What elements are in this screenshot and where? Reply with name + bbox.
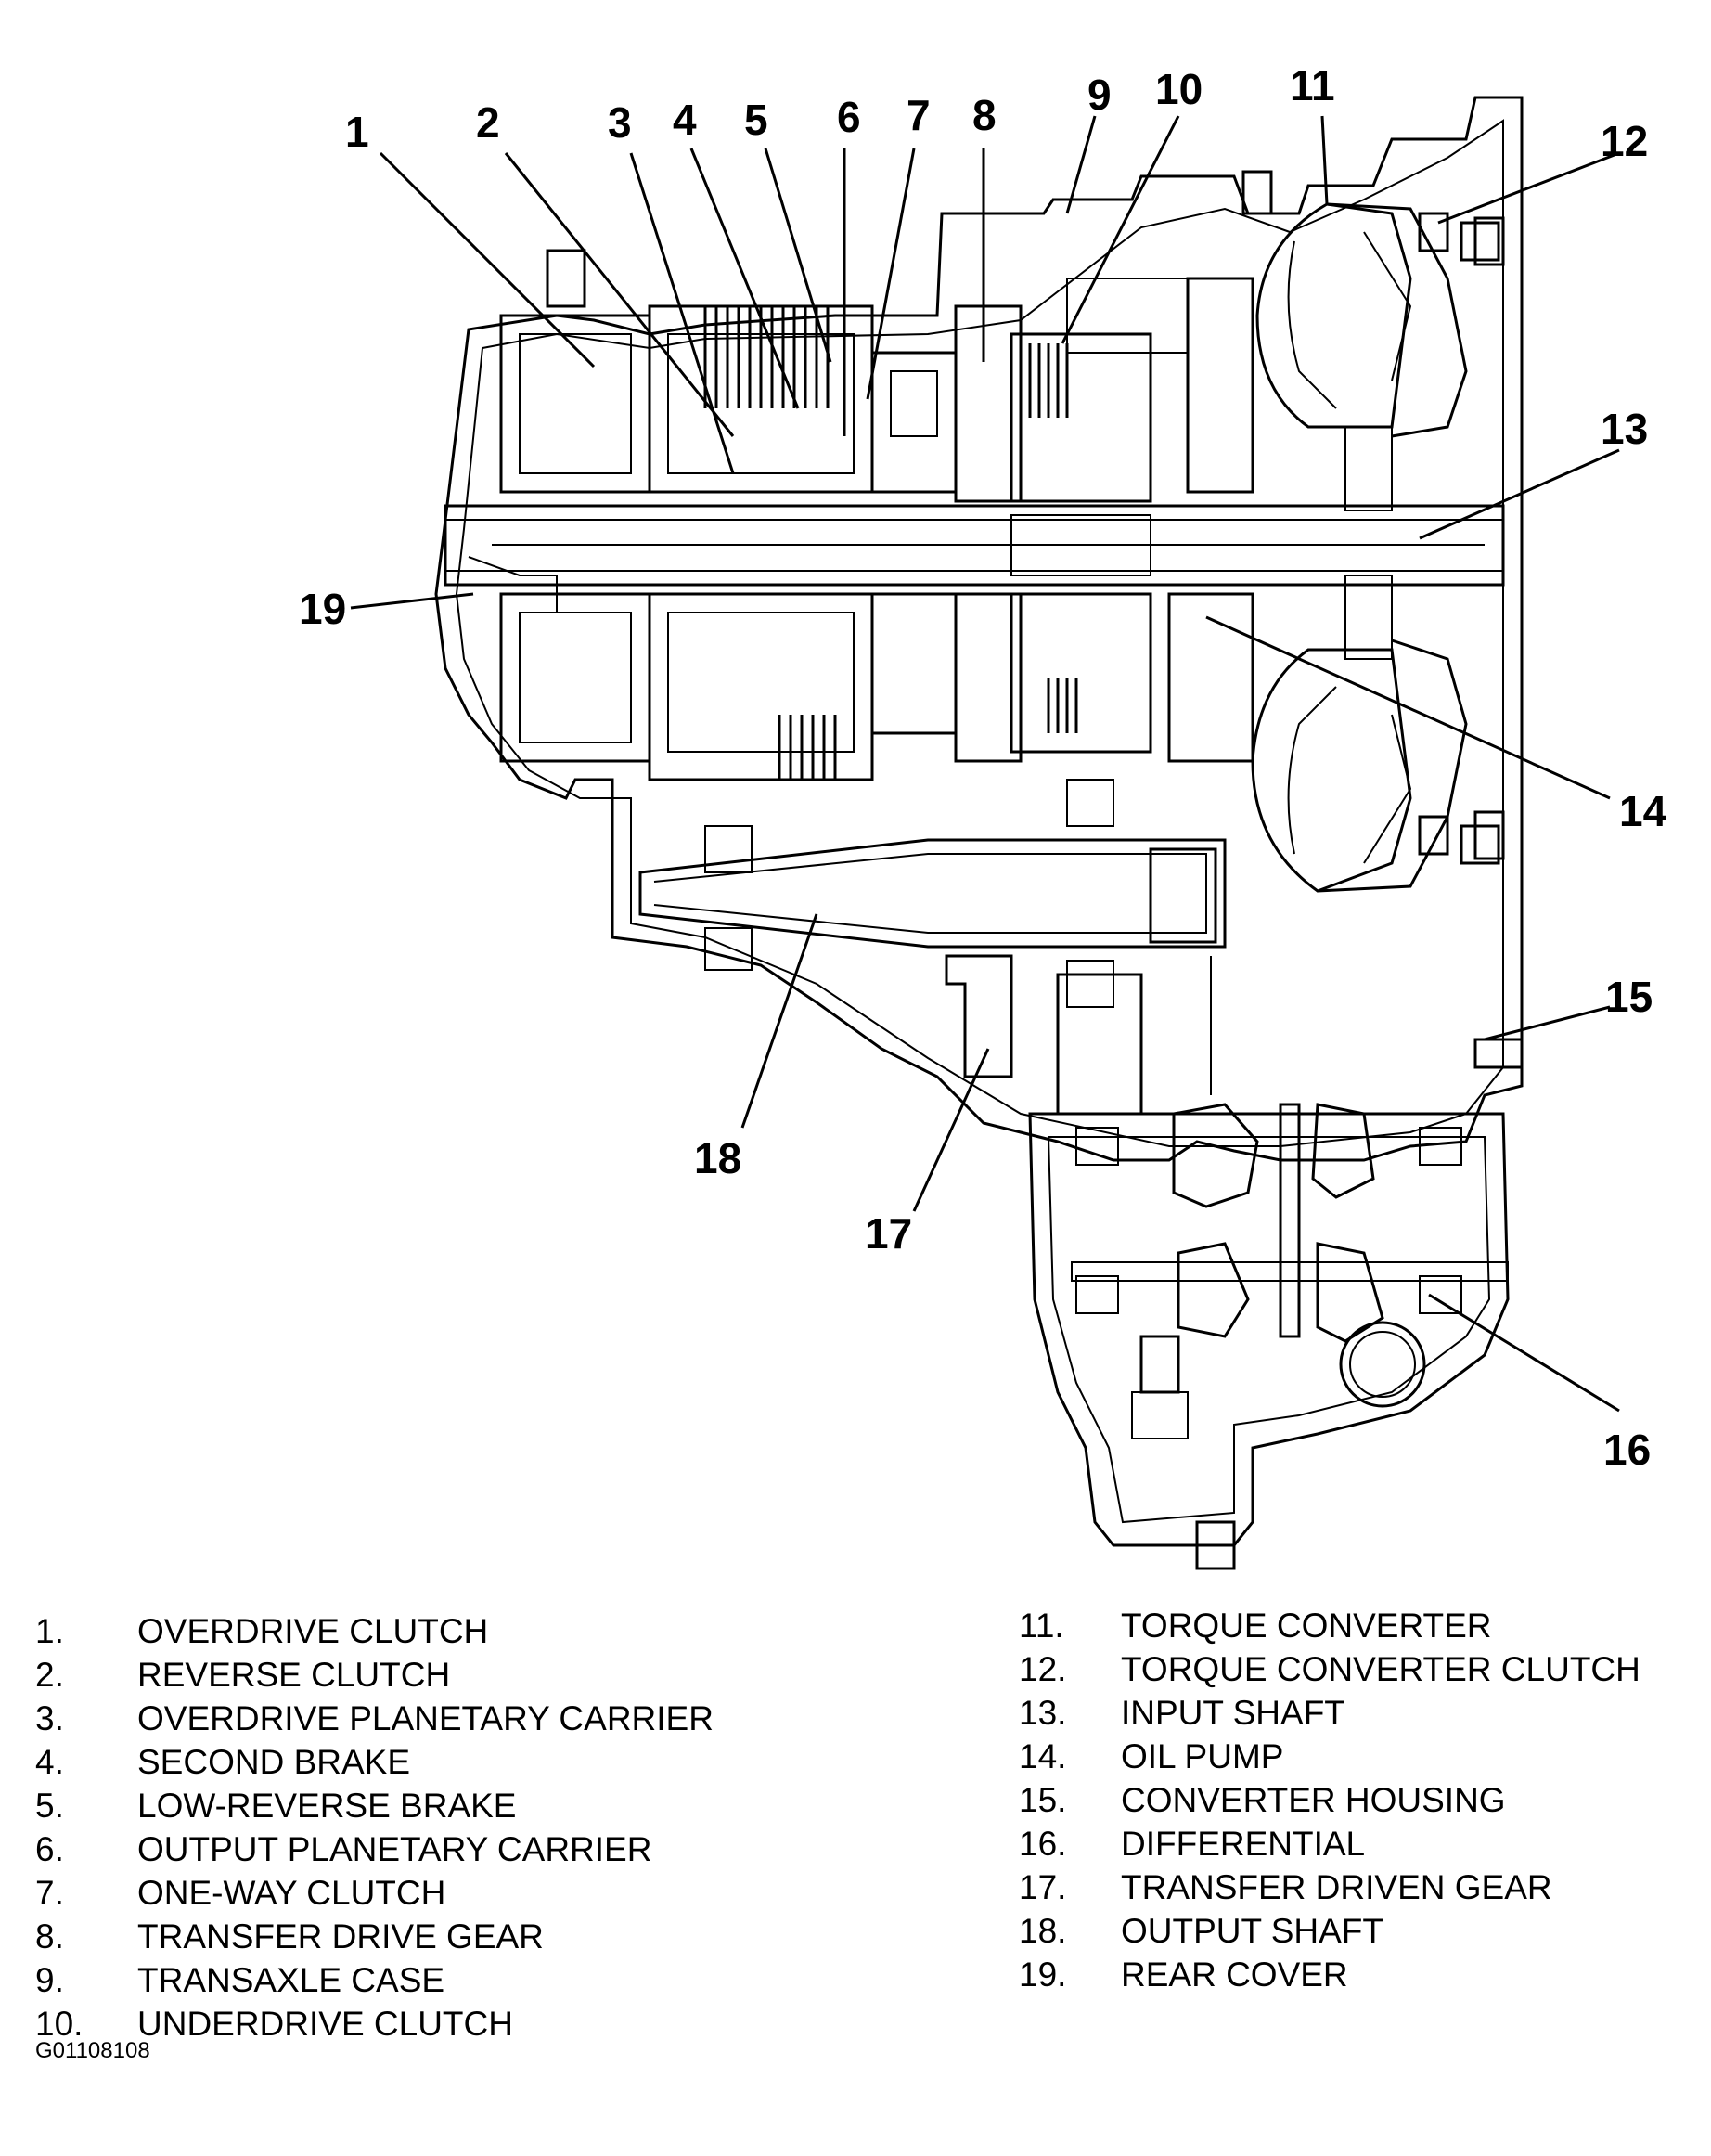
- legend-label: UNDERDRIVE CLUTCH: [137, 2005, 513, 2043]
- legend-item: 16. DIFFERENTIAL: [1019, 1822, 1640, 1866]
- legend-label: OIL PUMP: [1121, 1737, 1284, 1775]
- legend-item: 9. TRANSAXLE CASE: [35, 1958, 714, 2002]
- legend-number: 5.: [35, 1787, 64, 1825]
- callout-13: 13: [1601, 405, 1648, 453]
- legend-label: TORQUE CONVERTER CLUTCH: [1121, 1650, 1640, 1688]
- legend-number: 8.: [35, 1917, 64, 1956]
- legend-number: 18.: [1019, 1912, 1067, 1950]
- clutch-packs-upper: [499, 277, 1254, 503]
- torque-converter-shape: [1251, 202, 1500, 893]
- legend-item: 13. INPUT SHAFT: [1019, 1691, 1640, 1735]
- legend-label: CONVERTER HOUSING: [1121, 1781, 1506, 1819]
- leader-lines: [350, 115, 1620, 1413]
- legend-number: 17.: [1019, 1868, 1067, 1906]
- legend-number: 15.: [1019, 1781, 1067, 1819]
- differential-housing: [1028, 1103, 1510, 1570]
- legend-number: 4.: [35, 1743, 64, 1781]
- callout-2: 2: [476, 98, 500, 147]
- callout-7: 7: [907, 91, 931, 139]
- legend-label: TORQUE CONVERTER: [1121, 1607, 1492, 1645]
- legend-number: 7.: [35, 1874, 64, 1912]
- legend-number: 14.: [1019, 1737, 1067, 1775]
- callout-10: 10: [1155, 65, 1203, 113]
- legend-item: 7. ONE-WAY CLUTCH: [35, 1871, 714, 1915]
- callout-11: 11: [1290, 61, 1335, 110]
- callout-16: 16: [1603, 1426, 1651, 1474]
- callout-19: 19: [299, 585, 346, 633]
- callout-8: 8: [972, 91, 997, 139]
- legend-number: 16.: [1019, 1825, 1067, 1863]
- legend-left-column: 1. OVERDRIVE CLUTCH 2. REVERSE CLUTCH 3. OVER…: [35, 1609, 714, 2046]
- input-shaft: [444, 504, 1505, 587]
- rear-cover-shape: [468, 170, 1524, 1069]
- legend-label: TRANSFER DRIVE GEAR: [137, 1917, 544, 1956]
- transaxle-cutaway-drawing: 1 2 3 4 5 6 7 8 9 10 11 12 13 14 15 16 1…: [299, 61, 1667, 1570]
- legend-label: OUTPUT SHAFT: [1121, 1912, 1383, 1950]
- legend-item: 2. REVERSE CLUTCH: [35, 1653, 714, 1697]
- legend-item: 18. OUTPUT SHAFT: [1019, 1909, 1640, 1953]
- callout-3: 3: [608, 98, 632, 147]
- callout-labels: 1 2 3 4 5 6 7 8 9 10 11 12 13 14 15 16 1…: [299, 61, 1667, 1474]
- legend-label: OUTPUT PLANETARY CARRIER: [137, 1830, 652, 1868]
- legend-item: 5. LOW-REVERSE BRAKE: [35, 1784, 714, 1827]
- callout-9: 9: [1087, 71, 1112, 119]
- callout-17: 17: [865, 1209, 912, 1258]
- legend-item: 12. TORQUE CONVERTER CLUTCH: [1019, 1647, 1640, 1691]
- legend-label: REVERSE CLUTCH: [137, 1656, 451, 1694]
- legend-number: 10.: [35, 2005, 84, 2043]
- legend-label: INPUT SHAFT: [1121, 1694, 1345, 1732]
- legend-item: 15. CONVERTER HOUSING: [1019, 1778, 1640, 1822]
- legend-label: OVERDRIVE CLUTCH: [137, 1612, 489, 1650]
- legend-number: 9.: [35, 1961, 64, 1999]
- legend-number: 11.: [1019, 1607, 1064, 1645]
- legend-item: 3. OVERDRIVE PLANETARY CARRIER: [35, 1697, 714, 1740]
- output-shaft-assembly: [638, 779, 1227, 1116]
- legend-number: 6.: [35, 1830, 64, 1868]
- legend-item: 1. OVERDRIVE CLUTCH: [35, 1609, 714, 1653]
- legend-label: REAR COVER: [1121, 1956, 1348, 1994]
- legend-label: DIFFERENTIAL: [1121, 1825, 1366, 1863]
- callout-12: 12: [1601, 117, 1648, 165]
- clutch-packs-lower: [499, 592, 1254, 781]
- callout-1: 1: [345, 108, 369, 156]
- legend-number: 3.: [35, 1699, 64, 1737]
- legend-label: ONE-WAY CLUTCH: [137, 1874, 446, 1912]
- callout-14: 14: [1619, 787, 1667, 835]
- callout-18: 18: [694, 1134, 741, 1182]
- legend-item: 11. TORQUE CONVERTER: [1019, 1604, 1640, 1647]
- transaxle-case-outline: [434, 96, 1524, 1162]
- legend-number: 13.: [1019, 1694, 1067, 1732]
- legend-label: TRANSFER DRIVEN GEAR: [1121, 1868, 1552, 1906]
- legend-item: 6. OUTPUT PLANETARY CARRIER: [35, 1827, 714, 1871]
- legend-right-column: 11. TORQUE CONVERTER 12. TORQUE CONVERTER C…: [1019, 1604, 1640, 1996]
- legend-label: TRANSAXLE CASE: [137, 1961, 445, 1999]
- legend-item: 4. SECOND BRAKE: [35, 1740, 714, 1784]
- figure-code: G01108108: [35, 2038, 150, 2063]
- callout-4: 4: [673, 96, 697, 144]
- legend-label: SECOND BRAKE: [137, 1743, 411, 1781]
- legend-number: 19.: [1019, 1956, 1067, 1994]
- callout-5: 5: [744, 96, 768, 144]
- legend-item: 19. REAR COVER: [1019, 1953, 1640, 1996]
- legend-item: 17. TRANSFER DRIVEN GEAR: [1019, 1866, 1640, 1909]
- legend-item: 10. UNDERDRIVE CLUTCH: [35, 2002, 714, 2046]
- legend-item: 14. OIL PUMP: [1019, 1735, 1640, 1778]
- legend-label: LOW-REVERSE BRAKE: [137, 1787, 517, 1825]
- legend-number: 2.: [35, 1656, 64, 1694]
- legend-number: 12.: [1019, 1650, 1067, 1688]
- legend-label: OVERDRIVE PLANETARY CARRIER: [137, 1699, 714, 1737]
- callout-15: 15: [1605, 973, 1653, 1021]
- legend-number: 1.: [35, 1612, 64, 1650]
- callout-6: 6: [837, 93, 861, 141]
- legend-item: 8. TRANSFER DRIVE GEAR: [35, 1915, 714, 1958]
